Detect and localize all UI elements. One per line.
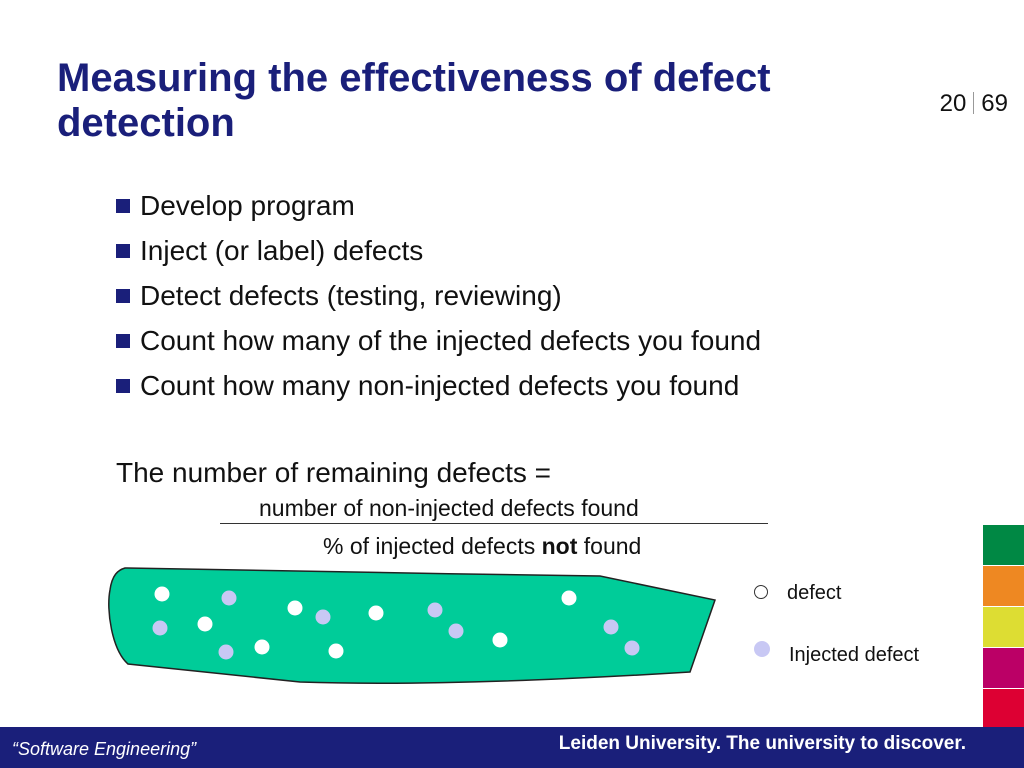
bullet-item: Count how many of the injected defects y…	[116, 318, 761, 363]
bullet-text: Count how many of the injected defects y…	[140, 325, 762, 356]
bullet-square-icon	[116, 334, 130, 348]
injected-defect-dot	[603, 619, 619, 635]
defect-dot	[254, 639, 270, 655]
injected-defect-dot	[427, 602, 443, 618]
defect-dot	[328, 643, 344, 659]
bullet-item: Detect defects (testing, reviewing)	[116, 273, 761, 318]
footer-tagline: Leiden University. The university to dis…	[558, 733, 966, 754]
footer-bar	[0, 727, 1024, 768]
defect-legend-icon	[754, 585, 768, 599]
formula-lead: The number of remaining defects =	[116, 457, 552, 488]
denominator-text-end: found	[577, 533, 642, 559]
color-block	[983, 566, 1024, 607]
formula-numerator: number of non-injected defects found	[259, 495, 639, 521]
injected-defect-legend-label: Injected defect	[789, 644, 920, 666]
defect-dot	[154, 586, 170, 602]
bullet-item: Count how many non-injected defects you …	[116, 363, 761, 408]
brand-color-bar	[983, 525, 1024, 730]
defect-dot	[287, 600, 303, 616]
defect-dot	[368, 605, 384, 621]
defect-dot	[561, 590, 577, 606]
fraction-line	[220, 523, 768, 524]
bullet-square-icon	[116, 289, 130, 303]
color-block	[983, 607, 1024, 648]
injected-defect-dot	[152, 620, 168, 636]
defect-dot	[197, 616, 213, 632]
bullet-text: Develop program	[140, 190, 355, 221]
injected-defect-dot	[218, 644, 234, 660]
bullet-square-icon	[116, 199, 130, 213]
page-total: 69	[981, 90, 1008, 117]
defect-dot	[492, 632, 508, 648]
injected-defect-legend-icon	[754, 641, 770, 657]
bullet-text: Count how many non-injected defects you …	[140, 370, 740, 401]
injected-defect-dot	[624, 640, 640, 656]
page-current: 20	[939, 90, 967, 117]
injected-defect-dot	[315, 609, 331, 625]
denominator-bold: not	[541, 533, 578, 559]
defect-dots	[152, 586, 640, 660]
bullet-item: Develop program	[116, 183, 761, 228]
injected-defect-dot	[221, 590, 237, 606]
slide-title: Measuring the effectiveness of defect de…	[57, 56, 771, 145]
color-block	[983, 648, 1024, 689]
color-block	[983, 689, 1024, 730]
color-block	[983, 525, 1024, 566]
bullet-text: Inject (or label) defects	[140, 235, 424, 266]
defect-diagram	[108, 567, 716, 685]
denominator-text: % of injected defects	[323, 533, 542, 559]
bullet-item: Inject (or label) defects	[116, 228, 761, 273]
bullet-list: Develop program Inject (or label) defect…	[116, 183, 761, 408]
bullet-text: Detect defects (testing, reviewing)	[140, 280, 562, 311]
footer-course: “Software Engineering”	[12, 739, 197, 759]
formula-denominator: % of injected defects not found	[323, 533, 641, 560]
injected-defect-dot	[448, 623, 464, 639]
page-separator	[973, 92, 975, 114]
defect-legend-label: defect	[787, 582, 842, 604]
bullet-square-icon	[116, 244, 130, 258]
bullet-square-icon	[116, 379, 130, 393]
